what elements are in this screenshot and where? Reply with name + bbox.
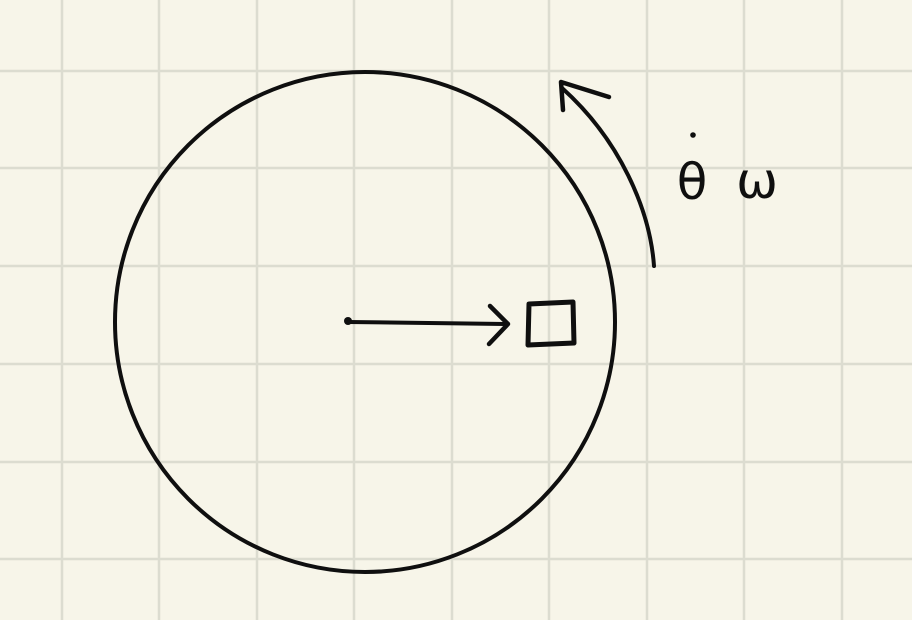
- radius-vector-line: [346, 320, 507, 326]
- rotation-arrowhead: [558, 79, 612, 113]
- theta-dot-label: θ: [677, 153, 708, 211]
- theta-derivative-dot: [690, 132, 696, 138]
- rotation-direction-arc: [560, 86, 656, 268]
- rotating-disk-circle: [113, 70, 617, 574]
- omega-label: ω: [736, 152, 778, 210]
- mass-block-square: [525, 299, 577, 348]
- radius-vector-arrowhead: [486, 303, 511, 347]
